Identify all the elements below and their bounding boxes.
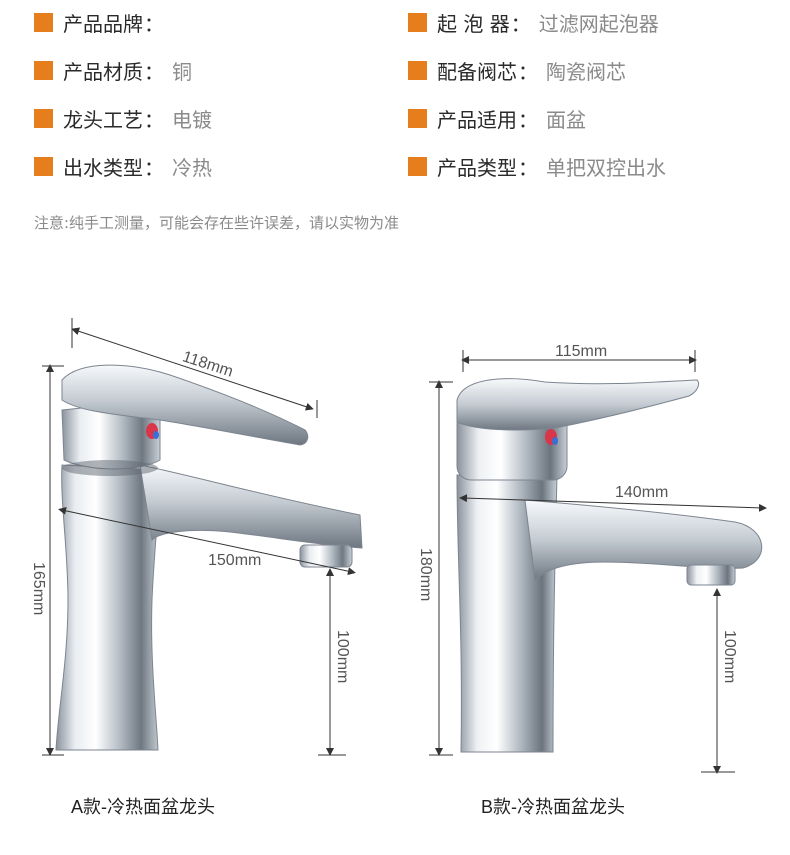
faucet-a-figure: 118mm 150mm 165mm 100mm [20, 300, 380, 780]
spec-row-aerator: 起 泡 器 ： 过滤网起泡器 [408, 7, 659, 37]
bullet-square-icon [34, 156, 53, 176]
spec-value: 过滤网起泡器 [538, 11, 659, 36]
faucet-b-drawing: 115mm 140mm 180mm 100mm [417, 343, 767, 774]
bullet-square-icon [408, 156, 427, 176]
spec-colon: ： [518, 155, 538, 180]
dim-label-clearance: 100mm [721, 630, 738, 683]
dim-line-spout [459, 494, 767, 512]
spec-value: 面盆 [546, 107, 586, 132]
dim-label-clearance: 100mm [334, 630, 351, 683]
spec-colon: ： [510, 11, 531, 36]
spec-colon: ： [144, 107, 164, 132]
bullet-square-icon [34, 12, 53, 32]
spec-row-brand: 产品品牌 ： [34, 7, 172, 37]
faucet-a-collar [62, 460, 158, 476]
spec-row-finish: 龙头工艺 ： 电镀 [34, 103, 212, 133]
dim-label-handle: 115mm [555, 343, 607, 360]
spec-label: 产品类型 [437, 155, 517, 180]
faucet-b-caption: B款-冷热面盆龙头 [481, 797, 625, 817]
faucet-a-aerator [299, 544, 353, 568]
dim-label-height: 180mm [417, 548, 434, 601]
dim-label-height: 165mm [30, 562, 47, 615]
spec-label: 配备阀芯 [437, 59, 517, 84]
spec-colon: ： [518, 107, 538, 132]
dim-label-handle: 118mm [180, 348, 235, 380]
faucet-a-spout [139, 464, 363, 549]
dim-label-spout: 150mm [208, 552, 261, 569]
spec-row-water-type: 出水类型 ： 冷热 [34, 151, 212, 181]
spec-colon: ： [518, 59, 538, 84]
cold-marker-icon [153, 431, 159, 439]
spec-label: 龙头工艺 [63, 107, 143, 132]
spec-colon: ： [144, 11, 164, 36]
cold-marker-icon [552, 437, 558, 445]
dim-line-spout [58, 506, 356, 576]
bullet-square-icon [34, 108, 53, 128]
spec-row-material: 产品材质 ： 铜 [34, 55, 192, 85]
faucet-b-aerator [686, 564, 736, 586]
spec-colon: ： [144, 155, 164, 180]
measurement-note: 注意:纯手工测量，可能会存在些许误差，请以实物为准 [34, 214, 400, 232]
bullet-square-icon [34, 60, 53, 80]
spec-value: 电镀 [172, 107, 212, 132]
spec-label: 产品品牌 [63, 11, 143, 36]
faucet-a-drawing: 118mm 150mm 165mm 100mm [30, 318, 363, 756]
spec-row-valve-core: 配备阀芯 ： 陶瓷阀芯 [408, 55, 626, 85]
spec-value: 单把双控出水 [546, 155, 666, 180]
spec-value: 陶瓷阀芯 [546, 59, 626, 84]
dim-label-spout: 140mm [615, 484, 668, 501]
faucet-b-lever [456, 378, 700, 431]
faucet-a-body [55, 464, 161, 751]
spec-row-product-type: 产品类型 ： 单把双控出水 [408, 151, 666, 181]
bullet-square-icon [408, 60, 427, 80]
spec-label: 出水类型 [63, 155, 143, 180]
faucet-a-caption: A款-冷热面盆龙头 [71, 797, 215, 817]
spec-label: 产品材质 [63, 59, 143, 84]
spec-label: 产品适用 [437, 107, 517, 132]
spec-label: 起 泡 器 [437, 11, 510, 36]
bullet-square-icon [408, 12, 427, 32]
bullet-square-icon [408, 108, 427, 128]
faucet-b-figure: 115mm 140mm 180mm 100mm [405, 300, 785, 780]
spec-colon: ： [144, 59, 164, 84]
spec-row-application: 产品适用 ： 面盆 [408, 103, 586, 133]
spec-value: 铜 [172, 59, 192, 84]
spec-value: 冷热 [172, 155, 212, 180]
dim-line-handle [71, 327, 314, 411]
